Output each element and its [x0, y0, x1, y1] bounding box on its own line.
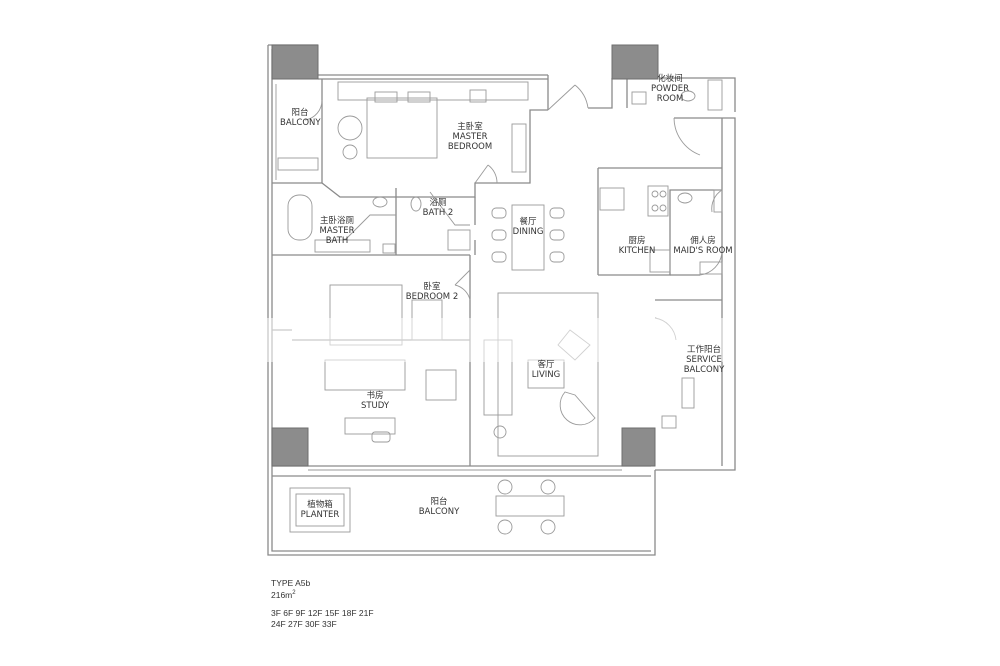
unit-type: TYPE A5b [271, 578, 311, 588]
doors [304, 84, 723, 341]
unit-area-value: 216m [271, 589, 293, 600]
watermark-band [262, 318, 732, 362]
furniture [275, 79, 723, 535]
unit-area: 216m2 [271, 588, 296, 600]
outer-walls [267, 44, 736, 556]
floors-line-2: 24F 27F 30F 33F [271, 619, 337, 629]
structural-columns [271, 44, 659, 467]
floors-line-1: 3F 6F 9F 12F 15F 18F 21F [271, 608, 374, 618]
unit-area-sup: 2 [292, 590, 296, 596]
